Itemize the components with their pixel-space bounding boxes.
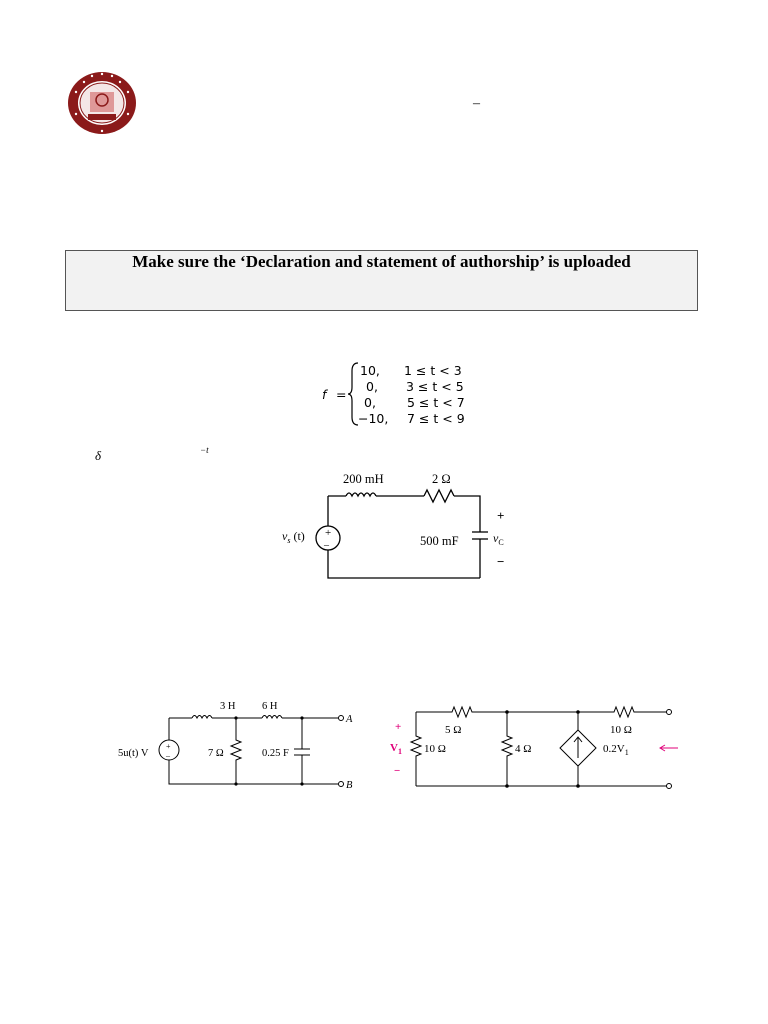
piece-condition: 7 ≤ t < 9 (407, 411, 465, 426)
authorship-banner: Make sure the ‘Declaration and statement… (65, 250, 698, 311)
dependent-source-circuit: 5 Ω 10 Ω 10 Ω 4 Ω 0.2V1 + V1 − (390, 705, 678, 789)
source-label: vs (t) (282, 529, 305, 545)
source-minus: – (165, 751, 171, 760)
banner-text: Make sure the ‘Declaration and statement… (132, 252, 631, 271)
header-dash: – (473, 96, 480, 111)
piece-condition: 1 ≤ t < 3 (404, 363, 462, 378)
left-brace (348, 362, 359, 426)
terminal-a-label: A (345, 714, 353, 725)
equals-sign: = (336, 387, 347, 402)
inductor-6h-label: 6 H (262, 701, 278, 712)
v1-plus: + (395, 721, 401, 733)
piece-condition: 5 ≤ t < 7 (407, 395, 465, 410)
capacitor-label: 500 mF (420, 534, 459, 548)
rlc-circuit: + – 200 mH 2 Ω vs (t) 500 mF vC + − (282, 472, 504, 579)
vc-minus: − (497, 554, 504, 569)
piece-condition: 3 ≤ t < 5 (406, 379, 464, 394)
terminal-b-label: B (346, 780, 353, 791)
v1-minus: − (394, 765, 400, 777)
current-arrow-icon (659, 744, 678, 752)
resistor-label: 2 Ω (432, 472, 451, 486)
piecewise-function: f = 10, 1 ≤ t < 3 0, 3 ≤ t < 5 0, 5 ≤ t … (320, 361, 480, 431)
r-top1-label: 5 Ω (445, 724, 461, 736)
resistor-label: 7 Ω (208, 748, 224, 759)
capacitor-label: 0.25 F (262, 748, 289, 759)
function-name: f (322, 387, 327, 402)
source-minus: – (323, 540, 330, 551)
source-label: 5u(t) V (118, 748, 149, 759)
lc-ladder-circuit: + – 5u(t) V 3 H 6 H 7 Ω 0.25 F A B (118, 701, 353, 791)
r-mid-label: 4 Ω (515, 743, 531, 755)
source-plus: + (325, 527, 331, 539)
delta-symbol: δ (95, 448, 102, 463)
inductor-3h-label: 3 H (220, 701, 236, 712)
r-top2-label: 10 Ω (610, 724, 632, 736)
exponent-symbol: −t (200, 445, 209, 455)
r-left-label: 10 Ω (424, 743, 446, 755)
piece-value: 10, (360, 363, 380, 378)
piece-value: 0, (366, 379, 378, 394)
piece-value: 0, (364, 395, 376, 410)
vc-plus: + (497, 508, 504, 523)
inductor-label: 200 mH (343, 472, 384, 486)
dependent-source-label: 0.2V1 (603, 743, 629, 757)
v1-label: V1 (390, 742, 402, 756)
institute-logo (68, 72, 136, 134)
capacitor-voltage-label: vC (493, 531, 504, 547)
piece-value: −10, (358, 411, 389, 426)
source-plus: + (166, 742, 171, 751)
